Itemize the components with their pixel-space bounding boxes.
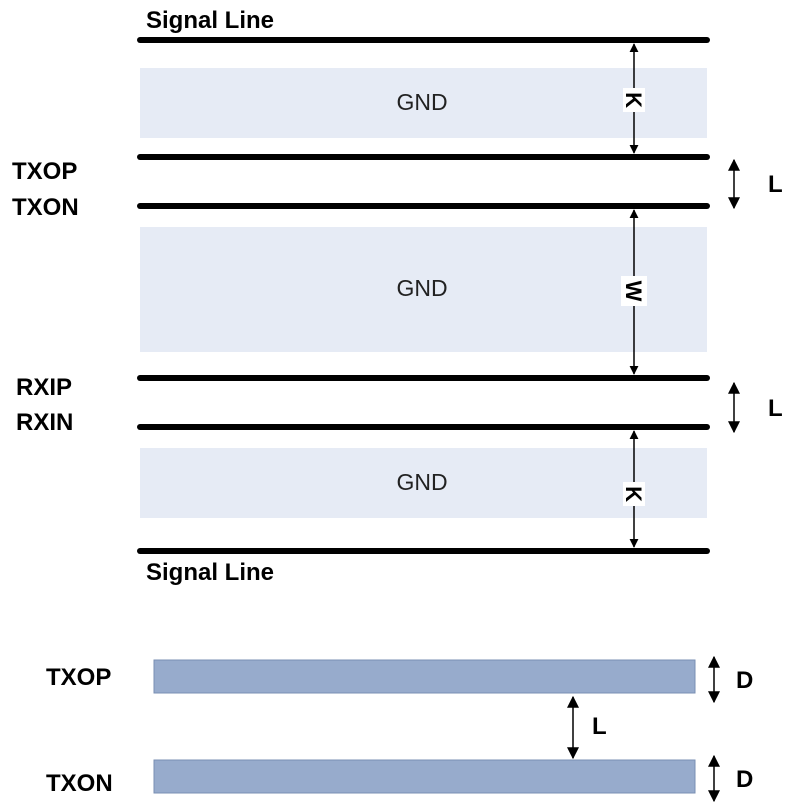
l-label-traces: L (592, 713, 607, 740)
d-label-top: D (736, 667, 753, 694)
txop-trace-label: TXOP (46, 664, 111, 691)
txon-trace (153, 759, 696, 794)
txop-label: TXOP (12, 158, 77, 185)
signal-line-bottom-label: Signal Line (146, 559, 274, 586)
l-label-tx: L (768, 171, 783, 198)
k-label-bottom: K (621, 486, 646, 502)
txop-trace (153, 659, 696, 694)
l-label-rx: L (768, 395, 783, 422)
k-label-top: K (621, 92, 646, 108)
signal-line-top-label: Signal Line (146, 7, 274, 34)
gnd-label-top: GND (396, 89, 447, 115)
gnd-plane-middle (140, 227, 707, 352)
gnd-plane-top (140, 68, 707, 138)
txon-label: TXON (12, 194, 79, 221)
w-label-bg (621, 276, 647, 306)
k-label-bg-top (623, 88, 645, 112)
rxip-label: RXIP (16, 374, 72, 401)
gnd-label-middle: GND (396, 275, 447, 301)
txon-trace-label: TXON (46, 770, 113, 797)
w-label: W (621, 281, 646, 302)
d-label-bottom: D (736, 766, 753, 793)
rxin-label: RXIN (16, 409, 73, 436)
gnd-plane-bottom (140, 448, 707, 518)
k-label-bg-bottom (623, 482, 645, 506)
gnd-label-bottom: GND (396, 469, 447, 495)
